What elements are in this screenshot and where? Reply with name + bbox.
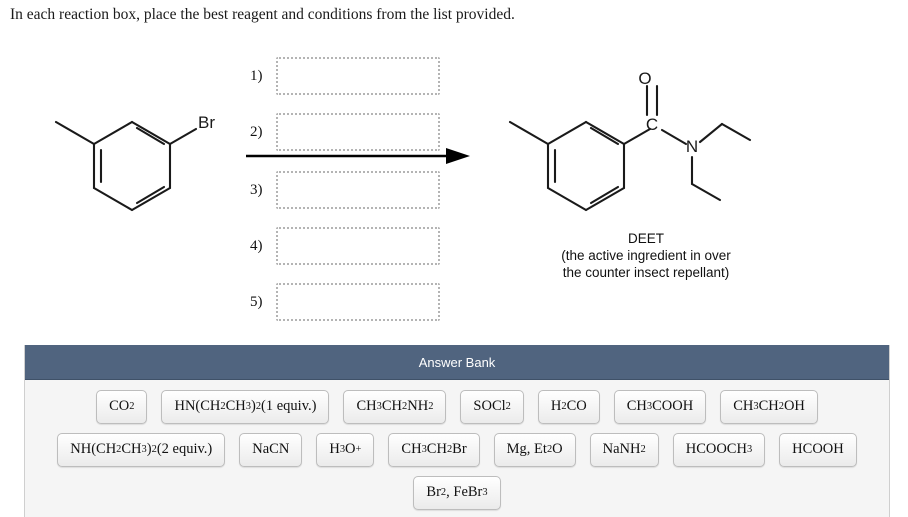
product-caption: DEET (the active ingredient in over the …	[508, 230, 784, 281]
reactant-structure-3-bromotoluene: Br	[54, 113, 215, 212]
product-structure-deet: O C N	[508, 69, 752, 212]
condition-number-3: 3)	[250, 181, 263, 198]
condition-row-1: 1)	[250, 56, 440, 96]
condition-dropbox-5[interactable]	[276, 283, 440, 321]
atom-label-o: O	[638, 69, 651, 88]
product-name: DEET	[627, 231, 664, 246]
reaction-arrow-icon	[246, 148, 470, 164]
condition-row-5: 5)	[250, 282, 440, 322]
answer-chip-nacn[interactable]: NaCN	[239, 433, 303, 467]
condition-dropbox-1[interactable]	[276, 57, 440, 95]
product-description-line2: the counter insect repellant)	[562, 265, 730, 280]
product-description-line1: (the active ingredient in over	[561, 248, 731, 263]
condition-row-4: 4)	[250, 226, 440, 266]
condition-row-3: 3)	[250, 170, 440, 210]
condition-dropbox-4[interactable]	[276, 227, 440, 265]
condition-dropbox-3[interactable]	[276, 171, 440, 209]
answer-chip-hcooh[interactable]: HCOOH	[779, 433, 857, 467]
atom-label-br: Br	[198, 113, 215, 132]
condition-dropbox-2[interactable]	[276, 113, 440, 151]
condition-number-4: 4)	[250, 237, 263, 254]
condition-number-5: 5)	[250, 293, 263, 310]
atom-label-n: N	[686, 137, 698, 156]
condition-number-2: 2)	[250, 123, 263, 140]
reaction-scheme: Br 1) 2) 3) 4) 5)	[0, 34, 908, 334]
answer-bank-title: Answer Bank	[25, 345, 889, 380]
condition-number-1: 1)	[250, 67, 263, 84]
atom-label-c: C	[646, 115, 658, 134]
condition-row-2: 2)	[250, 112, 440, 152]
page-title: In each reaction box, place the best rea…	[10, 6, 515, 23]
